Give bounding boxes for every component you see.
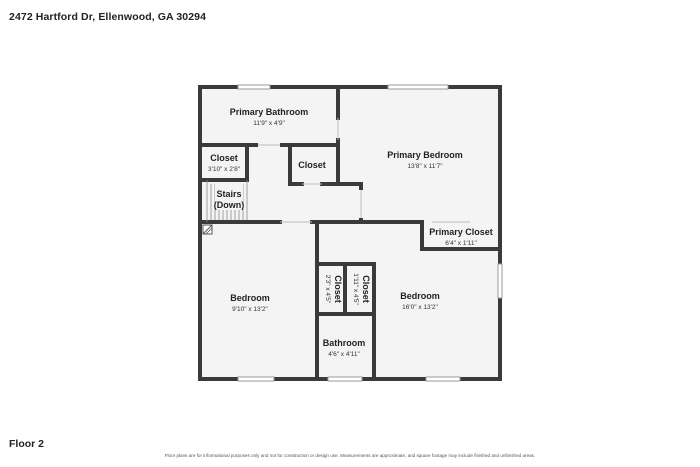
bathroom-dims: 4'6" x 4'11": [328, 351, 360, 358]
stairs-label: Stairs: [216, 189, 241, 199]
closet-small-a-dims: 2'3" x 4'5": [324, 275, 331, 304]
walls: [198, 85, 502, 381]
stair-marker: [202, 224, 213, 235]
disclaimer-text: Floor plans are for informational purpos…: [164, 453, 536, 458]
closet-left-label: Closet: [210, 153, 238, 163]
address-title: 2472 Hartford Dr, Ellenwood, GA 30294: [9, 11, 207, 23]
stairs-direction-label: (Down): [214, 200, 245, 210]
bedroom-right-dims: 16'0" x 13'2": [402, 304, 438, 311]
closet-small-a-label: Closet: [333, 275, 343, 303]
floor-area: [200, 87, 500, 379]
stairs-label-bg: [215, 184, 243, 210]
bedroom-left-label: Bedroom: [230, 293, 270, 303]
primary-bathroom-dims: 11'9" x 4'9": [253, 120, 285, 127]
windows: [237, 84, 503, 382]
floor-label: Floor 2: [9, 438, 45, 450]
closet-left-dims: 3'10" x 2'8": [208, 166, 241, 173]
closet-small-b-label: Closet: [361, 275, 371, 303]
closet-small-b-dims: 1'11" x 4'5": [352, 273, 359, 305]
bathroom-label: Bathroom: [323, 338, 366, 348]
primary-bathroom-label: Primary Bathroom: [230, 107, 309, 117]
door-thresholds: [258, 118, 470, 223]
primary-closet-dims: 6'4" x 1'11": [445, 240, 477, 247]
bedroom-left-dims: 9'10" x 13'2": [232, 306, 268, 313]
primary-closet-label: Primary Closet: [429, 227, 493, 237]
bedroom-right-label: Bedroom: [400, 291, 440, 301]
primary-bedroom-label: Primary Bedroom: [387, 150, 463, 160]
closet-center-label: Closet: [298, 160, 326, 170]
primary-bedroom-dims: 13'8" x 11'7": [407, 163, 443, 170]
